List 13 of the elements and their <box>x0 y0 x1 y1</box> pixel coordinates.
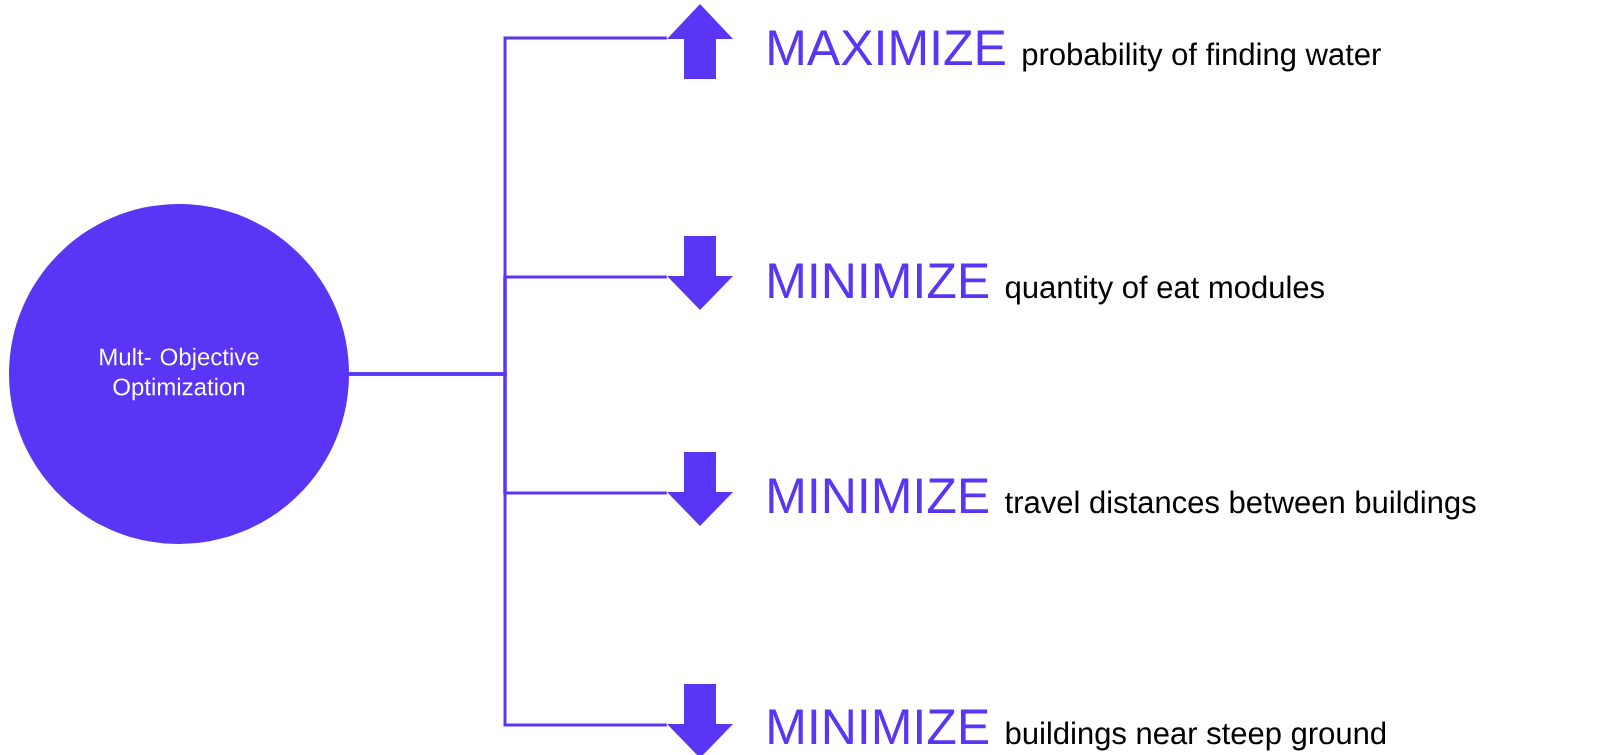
objective-label: buildings near steep ground <box>1006 721 1386 751</box>
up-arrow-icon <box>667 4 733 79</box>
objective-label: probability of finding water <box>1023 42 1381 72</box>
down-arrow-icon <box>667 452 733 526</box>
objective-label: quantity of eat modules <box>1005 275 1324 305</box>
keyword-label: MINIMIZE <box>769 478 989 513</box>
down-arrow-icon <box>667 684 733 755</box>
keyword-label: MINIMIZE <box>769 709 989 744</box>
down-arrow-icon <box>667 236 733 310</box>
keyword-label: MAXIMIZE <box>769 30 1005 65</box>
keyword-label: MINIMIZE <box>769 263 989 298</box>
objective-label: travel distances between buildings <box>1005 490 1476 520</box>
connector-line <box>349 372 667 727</box>
